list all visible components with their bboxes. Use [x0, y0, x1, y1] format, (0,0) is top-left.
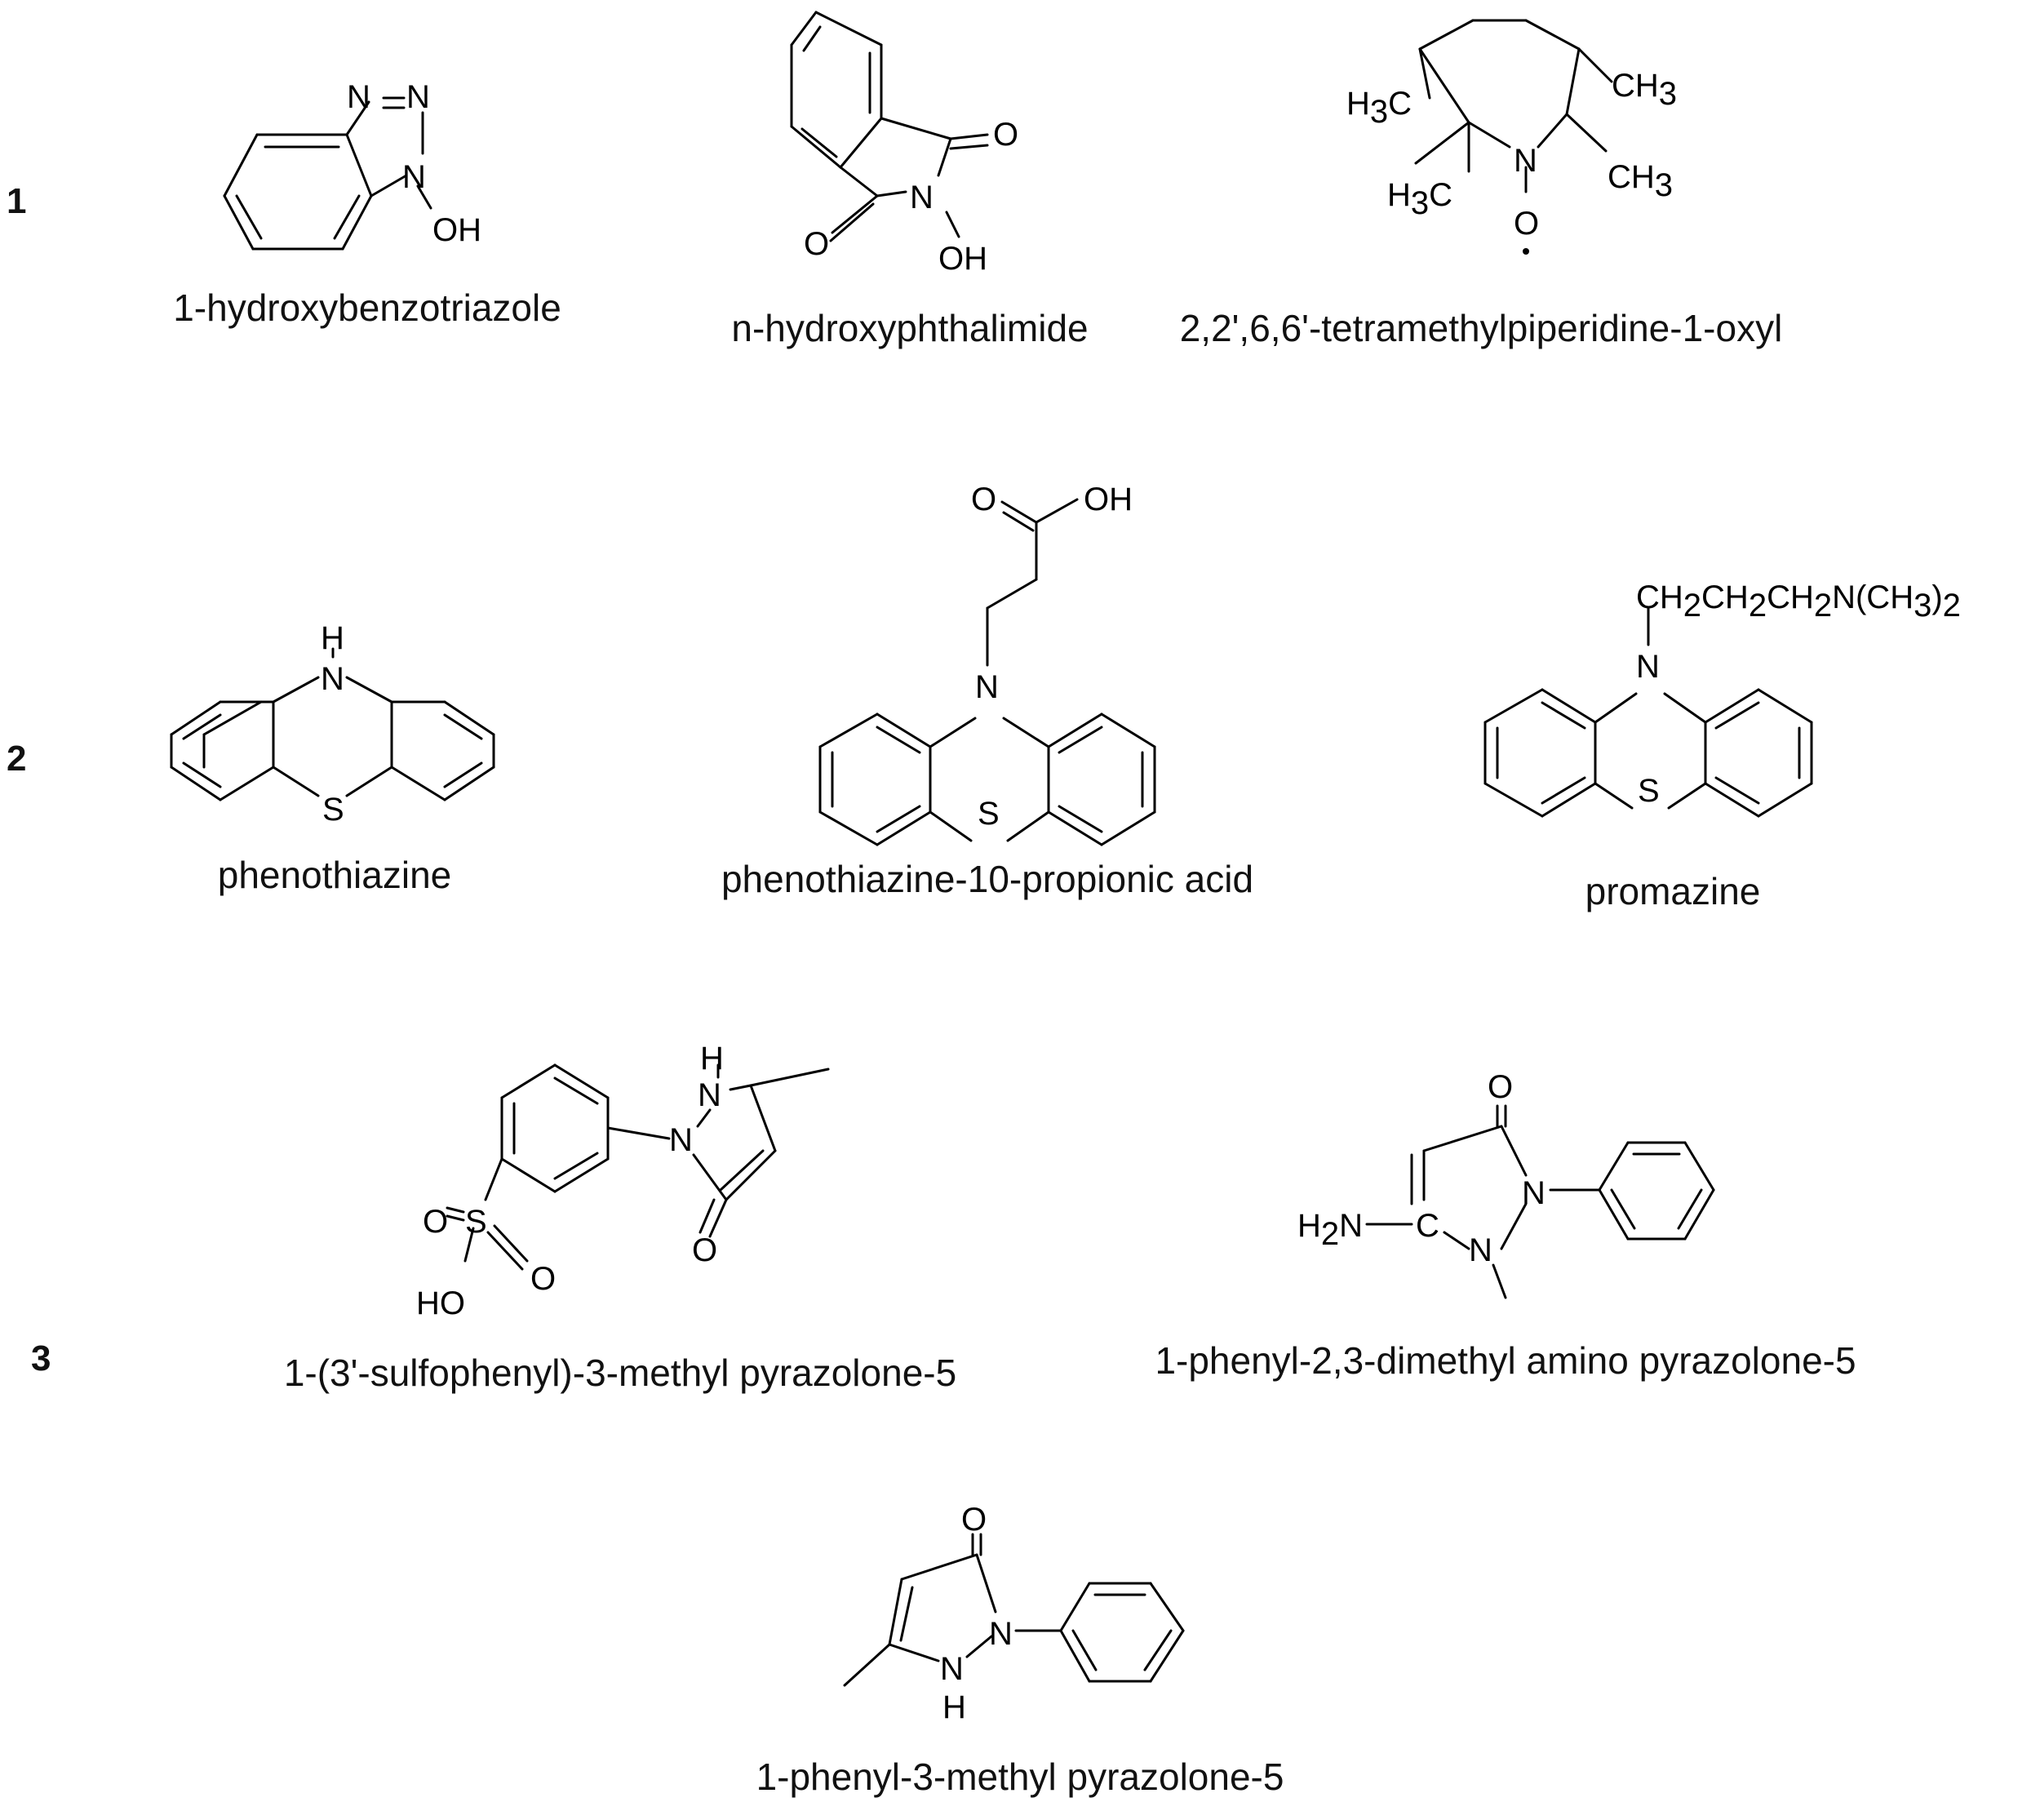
subscript: 2 [1321, 1216, 1339, 1252]
compound-name-hobt: 1-hydroxybenzotriazole [173, 286, 561, 329]
atom-label-n: N [1514, 143, 1537, 179]
atom-label-o: O [971, 482, 996, 517]
compound-name-sulfophenyl-pyrazolone: 1-(3'-sulfophenyl)-3-methyl pyrazolone-5 [283, 1352, 957, 1394]
atom-label-o: O [692, 1232, 717, 1268]
atom-label-o: O [1488, 1069, 1513, 1105]
atom-label-o: O [1514, 206, 1539, 242]
compound-name-promazine: promazine [1585, 870, 1761, 912]
atom-label-h3c-text: H3C [1387, 177, 1452, 221]
label-part: N(CH [1832, 579, 1914, 615]
subscript: 3 [1411, 185, 1429, 221]
atom-label-h2n: H2N [1297, 1208, 1363, 1252]
atom-label-o: O [423, 1204, 448, 1240]
atom-label-n: N [669, 1122, 693, 1158]
atom-label-s: S [465, 1204, 487, 1240]
atom-label-o: O [993, 117, 1018, 153]
atom-label-s: S [1638, 773, 1660, 809]
subscript: 3 [1659, 76, 1677, 112]
atom-label-ch3: CH3 [1608, 159, 1673, 203]
atom-label-n: N [347, 79, 370, 115]
atom-label-oh: OH [938, 241, 987, 277]
group-label-1: 1 [7, 181, 27, 221]
subscript: 3 [1655, 167, 1673, 203]
atom-label-n: N [1522, 1175, 1546, 1211]
atom-label-n: N [975, 669, 999, 705]
structure-dimethylamino-pyrazolone [1365, 1104, 1715, 1299]
compound-name-phenothiazine: phenothiazine [217, 854, 452, 896]
label-part: C [1429, 177, 1452, 213]
atom-label-oh: OH [432, 212, 481, 248]
atom-label-h: H [321, 620, 344, 656]
structure-nhpi [790, 11, 989, 242]
subscript: 2 [1943, 588, 1961, 624]
atom-label-o: O [804, 226, 829, 262]
atom-label-ch3-text: CH3 [1608, 159, 1673, 203]
atom-label-n: N [406, 79, 430, 115]
subscript: 3 [1370, 94, 1388, 130]
atom-label-h: H [942, 1689, 966, 1725]
structure-hobt [223, 96, 432, 251]
atom-label-s: S [978, 796, 1000, 832]
atom-label-chain: CH2CH2CH2N(CH3)2 [1636, 579, 1961, 624]
atom-label-n: N [910, 180, 934, 215]
compound-name-nhpi: n-hydroxyphthalimide [731, 307, 1089, 349]
structure-phenothiazine [170, 647, 495, 801]
label-part: ) [1931, 579, 1942, 615]
atom-label-oh: OH [1084, 482, 1133, 517]
label-part: H [1346, 86, 1370, 122]
atom-label-h3c: H3C [1346, 86, 1412, 130]
atom-label-h: H [700, 1041, 724, 1076]
label-part: C [1388, 86, 1412, 122]
atom-label-ch3-text: CH3 [1612, 68, 1677, 112]
subscript: 2 [1749, 588, 1767, 624]
atom-label-n: N [402, 159, 426, 195]
label-part: CH [1767, 579, 1814, 615]
compound-name-phenyl-methyl-pyrazolone: 1-phenyl-3-methyl pyrazolone-5 [756, 1756, 1284, 1798]
atom-label-ho: HO [416, 1285, 465, 1321]
group-label-2: 2 [7, 739, 27, 779]
structure-tempo [1414, 19, 1613, 193]
subscript: 2 [1814, 588, 1832, 624]
compound-name-dimethylamino-pyrazolone: 1-phenyl-2,3-dimethyl amino pyrazolone-5 [1155, 1339, 1856, 1382]
atom-label-s: S [322, 792, 344, 828]
atom-label-h3c-text: H3C [1346, 86, 1412, 130]
label-part: H [1297, 1208, 1321, 1244]
group-label-3: 3 [31, 1338, 51, 1378]
atom-label-n: N [698, 1077, 721, 1113]
subscript: 3 [1914, 588, 1931, 624]
atom-label-n: N [1469, 1232, 1492, 1268]
label-part: CH [1612, 68, 1659, 104]
compound-name-tempo: 2,2',6,6'-tetramethylpiperidine-1-oxyl [1179, 307, 1783, 349]
structure-sulfophenyl-pyrazolone [446, 1063, 830, 1271]
atom-label-c: C [1416, 1208, 1439, 1244]
label-part: CH [1608, 159, 1655, 195]
atom-label-n: N [1636, 649, 1660, 685]
label-part: H [1387, 177, 1411, 213]
structure-promazine [1483, 606, 1813, 818]
structure-ptz-propionic [818, 498, 1156, 846]
compound-name-ptz-propionic: phenothiazine-10-propionic acid [721, 858, 1254, 900]
label-part: N [1339, 1208, 1363, 1244]
structure-phenyl-methyl-pyrazolone [843, 1533, 1185, 1687]
atom-label-o: O [961, 1502, 987, 1538]
atom-label-o: O [530, 1261, 556, 1297]
atom-label-n: N [989, 1616, 1013, 1652]
atom-label-h3c: H3C [1387, 177, 1452, 221]
radical-dot [1523, 248, 1529, 255]
atom-label-n: N [321, 661, 344, 697]
label-part: CH [1636, 579, 1683, 615]
subscript: 2 [1683, 588, 1701, 624]
atom-label-ch3: CH3 [1612, 68, 1677, 112]
label-part: CH [1701, 579, 1749, 615]
atom-label-n: N [940, 1651, 964, 1687]
